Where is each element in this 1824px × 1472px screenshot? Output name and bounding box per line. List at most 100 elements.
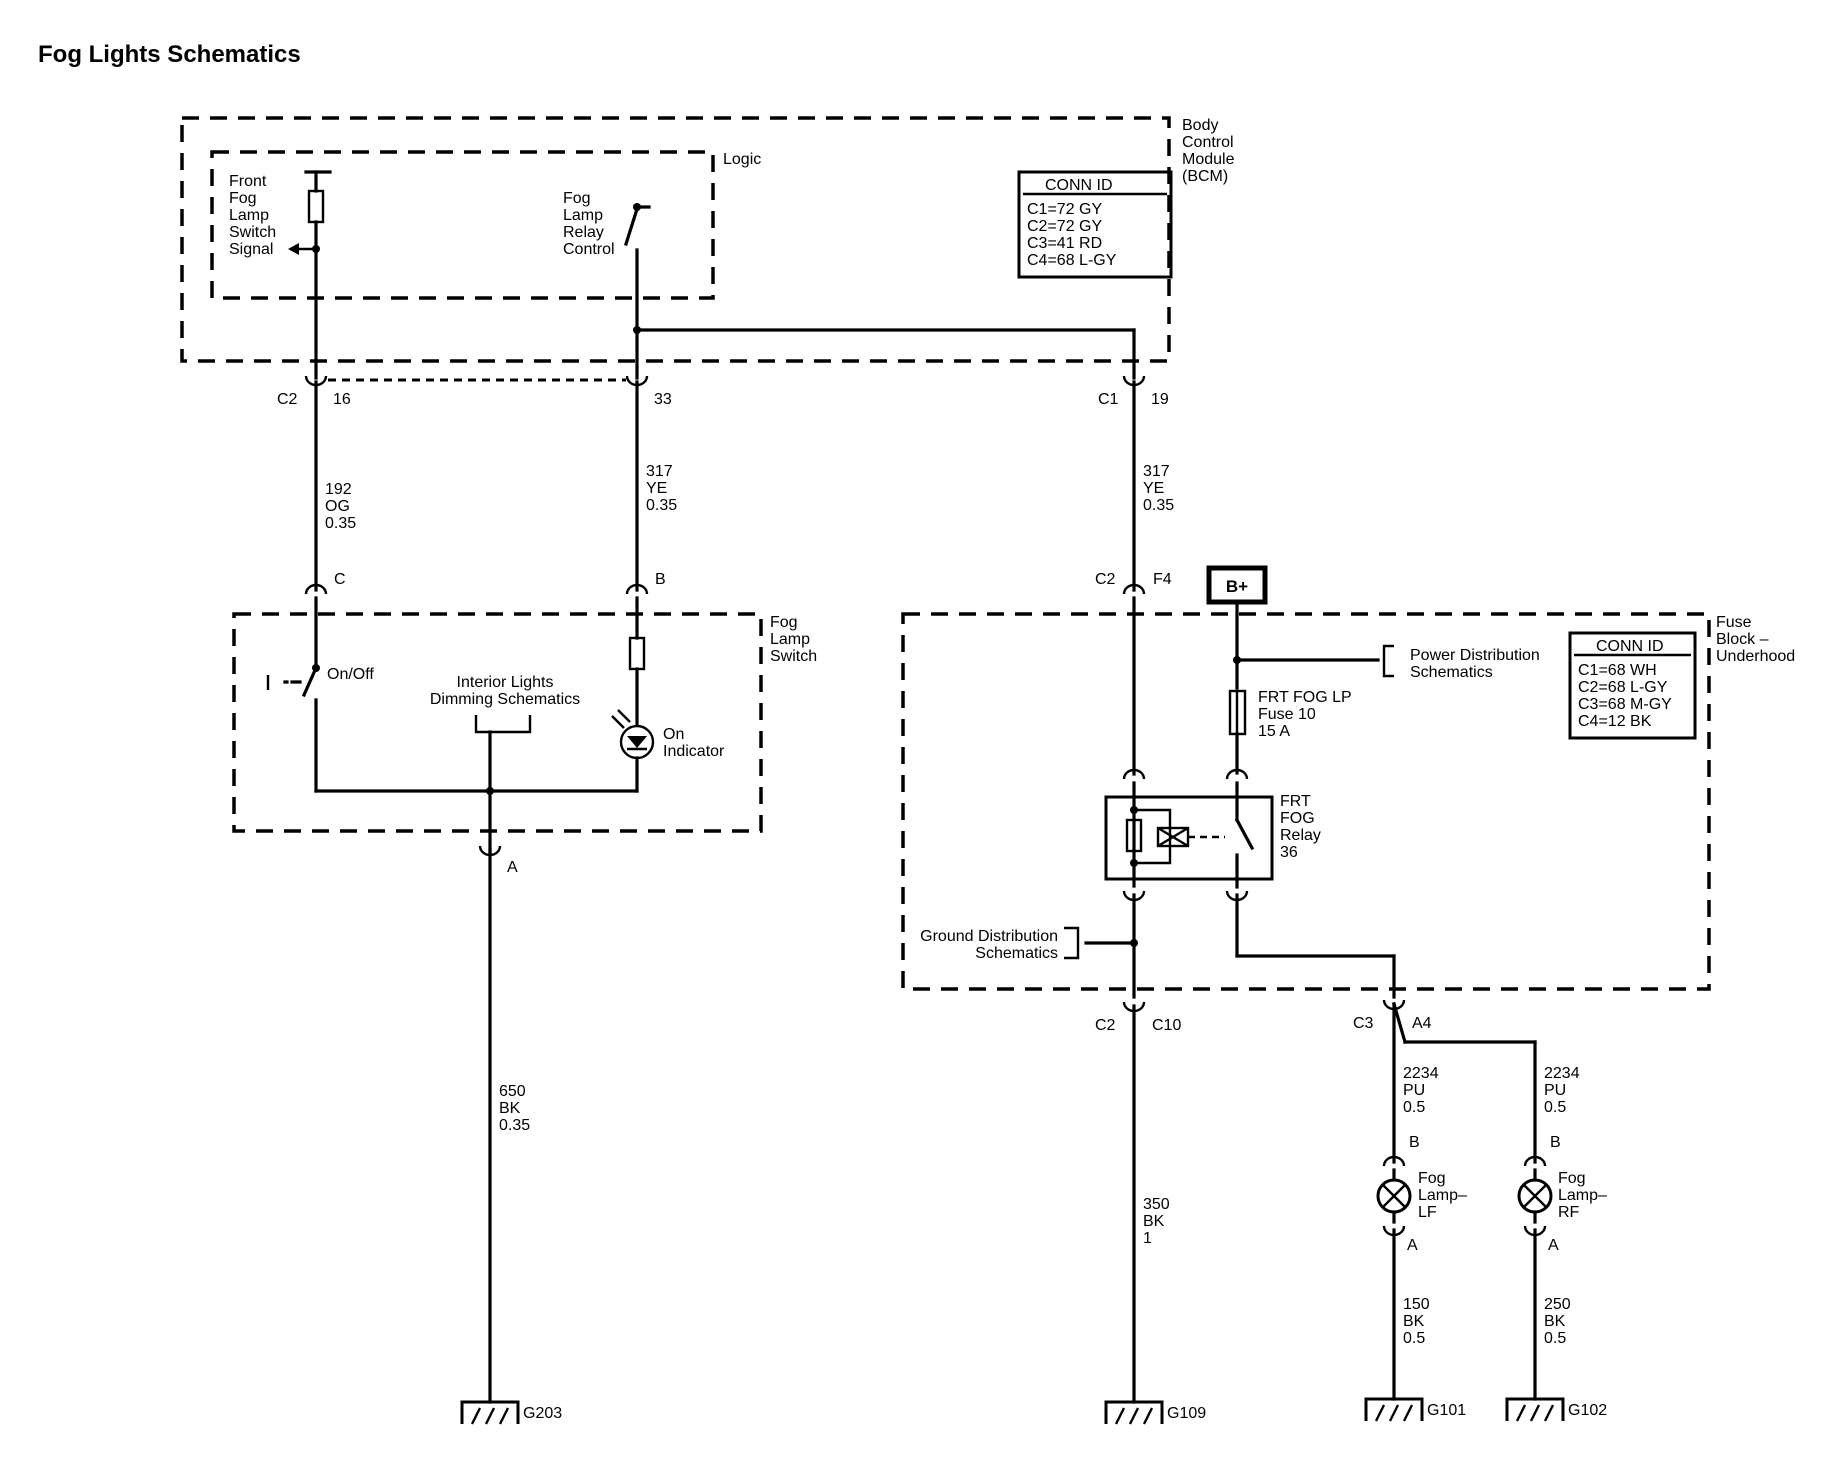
svg-text:B: B: [1550, 1134, 1561, 1151]
svg-text:LF: LF: [1418, 1204, 1437, 1221]
svg-text:19: 19: [1151, 391, 1169, 408]
connector-33: 33: [625, 375, 672, 408]
fog-lamp-switch-box: [232, 612, 763, 833]
wire-2234-label-b: 2234 PU 0.5: [1544, 1065, 1584, 1116]
frt-fog-relay: FRT FOG Relay 36: [1104, 596, 1321, 902]
b-plus-terminal: B+: [1206, 565, 1268, 605]
fuse-block-conn-id-table: CONN ID C1=68 WH C2=68 L-GY C3=68 M-GY C…: [1568, 631, 1697, 740]
svg-text:C2: C2: [1095, 571, 1116, 588]
svg-text:On: On: [663, 726, 684, 743]
svg-text:Schematics: Schematics: [1410, 664, 1493, 681]
svg-text:Power Distribution: Power Distribution: [1410, 647, 1540, 664]
svg-text:C2: C2: [1095, 1017, 1116, 1034]
ground-g101: G101: [1364, 1397, 1466, 1422]
wire-317-label-b: 317 YE 0.35: [1143, 463, 1174, 514]
wire-650-label: 650 BK 0.35: [499, 1083, 530, 1134]
svg-text:C3=68 M-GY: C3=68 M-GY: [1578, 696, 1672, 713]
svg-text:Interior Lights: Interior Lights: [457, 674, 554, 691]
diagram-title: Fog Lights Schematics: [38, 41, 301, 68]
connector-c2-c10: C2 C10: [1095, 1001, 1181, 1034]
svg-text:B: B: [1409, 1134, 1420, 1151]
ground-distribution-ref: Ground Distribution Schematics: [920, 893, 1138, 999]
svg-text:A4: A4: [1412, 1015, 1432, 1032]
svg-text:C1=68 WH: C1=68 WH: [1578, 662, 1657, 679]
fog-lamp-lf: B A Fog Lamp– LF: [1376, 1134, 1467, 1254]
fog-lamp-switch-label: Fog Lamp Switch: [770, 614, 817, 665]
svg-text:F4: F4: [1153, 571, 1172, 588]
connector-c: C: [304, 571, 346, 595]
svg-text:Lamp–: Lamp–: [1558, 1187, 1607, 1204]
wire-150-label: 150 BK 0.5: [1403, 1296, 1434, 1347]
svg-text:CONN ID: CONN ID: [1045, 177, 1113, 194]
svg-text:Relay: Relay: [1280, 827, 1321, 844]
fuse-10: FRT FOG LP Fuse 10 15 A: [1228, 689, 1352, 775]
power-distribution-ref: Power Distribution Schematics: [1233, 602, 1540, 690]
svg-text:C1=72 GY: C1=72 GY: [1027, 201, 1102, 218]
svg-text:36: 36: [1280, 844, 1298, 861]
svg-text:A: A: [507, 859, 518, 876]
svg-text:16: 16: [333, 391, 351, 408]
ground-g109: G109: [1104, 1400, 1206, 1425]
svg-text:C: C: [334, 571, 346, 588]
connector-a-switch: A: [478, 845, 518, 876]
wire-317-label-a: 317 YE 0.35: [646, 463, 677, 514]
svg-text:C4=68 L-GY: C4=68 L-GY: [1027, 252, 1117, 269]
svg-text:33: 33: [654, 391, 672, 408]
fuse-block-label: Fuse Block – Underhood: [1716, 614, 1795, 665]
svg-text:Schematics: Schematics: [975, 945, 1058, 962]
svg-text:On/Off: On/Off: [327, 666, 374, 683]
wire-2234-label-a: 2234 PU 0.5: [1403, 1065, 1443, 1116]
svg-text:G203: G203: [523, 1405, 562, 1422]
bcm-conn-id-table: CONN ID C1=72 GY C2=72 GY C3=41 RD C4=68…: [1017, 170, 1173, 279]
svg-text:FRT FOG LP: FRT FOG LP: [1258, 689, 1352, 706]
svg-text:Fuse 10: Fuse 10: [1258, 706, 1316, 723]
ground-g203: G203: [460, 1400, 562, 1425]
svg-text:C3=41 RD: C3=41 RD: [1027, 235, 1102, 252]
svg-text:B+: B+: [1226, 577, 1248, 596]
svg-text:C2=68 L-GY: C2=68 L-GY: [1578, 679, 1668, 696]
svg-text:Fog: Fog: [1558, 1170, 1586, 1187]
bcm-relay-control-switch: [623, 203, 1136, 380]
front-fog-signal-label: Front Fog Lamp Switch Signal: [229, 173, 281, 258]
svg-text:Fog: Fog: [1418, 1170, 1446, 1187]
svg-text:G109: G109: [1167, 1405, 1206, 1422]
svg-text:B: B: [655, 571, 666, 588]
svg-text:C2=72 GY: C2=72 GY: [1027, 218, 1102, 235]
svg-text:Dimming Schematics: Dimming Schematics: [430, 691, 580, 708]
on-indicator-led: On Indicator: [611, 596, 725, 793]
fog-lamp-rf: B A Fog Lamp– RF: [1517, 1134, 1607, 1254]
connector-b: B: [625, 571, 666, 595]
ground-g102: G102: [1505, 1397, 1607, 1422]
svg-text:C2: C2: [277, 391, 298, 408]
bcm-box: [180, 116, 1171, 363]
svg-text:A: A: [1548, 1237, 1559, 1254]
lamp-feed-split: [1392, 1002, 1537, 1164]
svg-text:A: A: [1407, 1237, 1418, 1254]
svg-text:C10: C10: [1152, 1017, 1181, 1034]
svg-text:C1: C1: [1098, 391, 1119, 408]
svg-text:15 A: 15 A: [1258, 723, 1290, 740]
logic-box: [210, 150, 715, 300]
svg-text:RF: RF: [1558, 1204, 1580, 1221]
wire-250-label: 250 BK 0.5: [1544, 1296, 1575, 1347]
connector-c2-16: C2 16: [277, 375, 351, 408]
wire-192-label: 192 OG 0.35: [325, 481, 356, 532]
svg-text:G102: G102: [1568, 1402, 1607, 1419]
svg-text:CONN ID: CONN ID: [1596, 638, 1664, 655]
svg-text:FOG: FOG: [1280, 810, 1315, 827]
bcm-label: Body Control Module (BCM): [1182, 117, 1239, 185]
svg-text:C4=12 BK: C4=12 BK: [1578, 713, 1652, 730]
svg-text:Indicator: Indicator: [663, 743, 725, 760]
connector-c3-a4: C3 A4: [1353, 999, 1432, 1032]
on-off-switch: On/Off: [266, 596, 639, 793]
svg-text:C3: C3: [1353, 1015, 1374, 1032]
fuse-block-box: [901, 612, 1711, 991]
wire-350-label: 350 BK 1: [1143, 1196, 1174, 1247]
svg-text:Ground Distribution: Ground Distribution: [920, 928, 1058, 945]
logic-label: Logic: [723, 151, 761, 168]
svg-text:Lamp–: Lamp–: [1418, 1187, 1467, 1204]
connector-c2-f4: C2 F4: [1095, 571, 1172, 595]
svg-text:G101: G101: [1427, 1402, 1466, 1419]
bcm-input-resistor: [288, 170, 332, 380]
